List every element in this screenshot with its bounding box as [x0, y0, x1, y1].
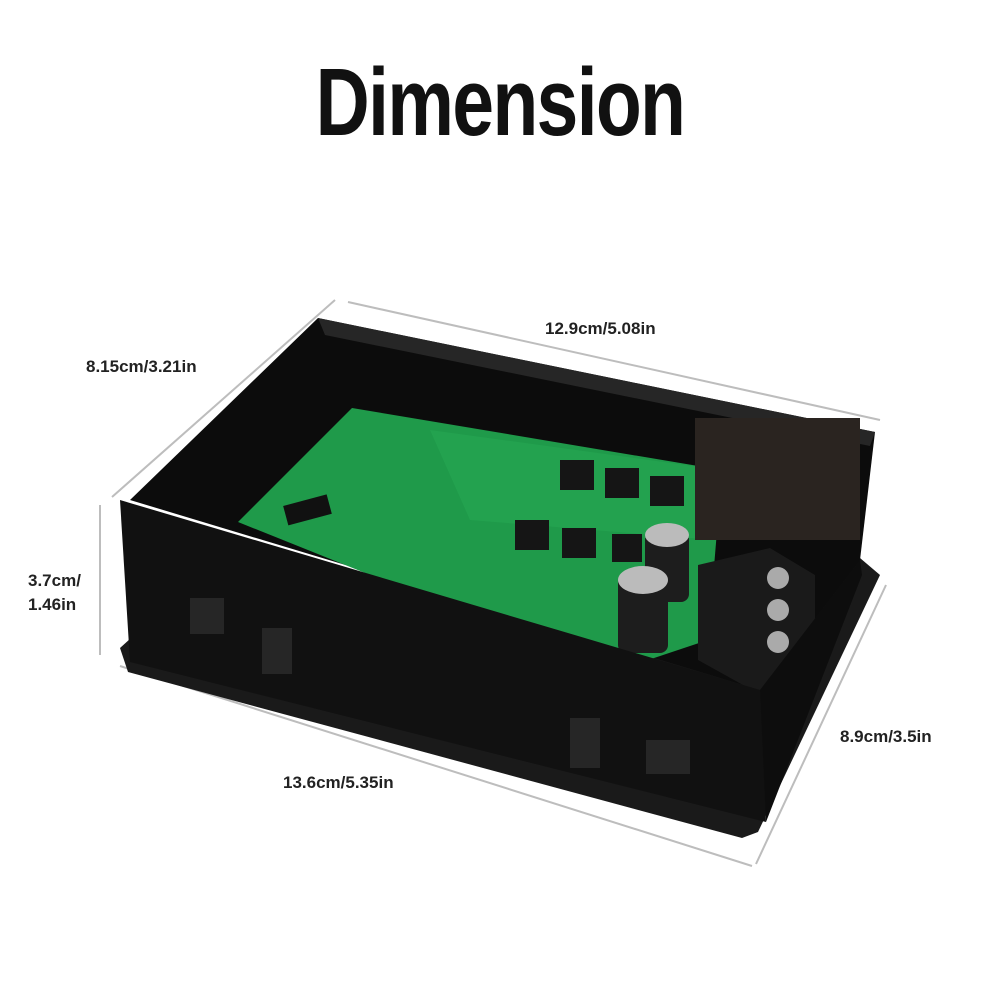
width-bottom-line: [119, 665, 753, 867]
capacitors: [618, 523, 689, 653]
chip: [283, 494, 332, 526]
controller-box: [120, 318, 880, 838]
height-label-line1: 3.7cm/: [28, 571, 81, 590]
depth-top-line: [111, 299, 336, 498]
depth-top-label: 8.15cm/3.21in: [86, 357, 197, 376]
width-bottom-label: 13.6cm/5.35in: [283, 773, 394, 792]
side-wall: [760, 560, 862, 822]
front-wall: [120, 500, 766, 822]
dimension-lines: [99, 299, 887, 867]
back-wall: [318, 318, 875, 446]
depth-bottom-line: [755, 584, 887, 865]
mosfets: [515, 460, 684, 562]
clips: [190, 598, 690, 774]
width-top-label: 12.9cm/5.08in: [545, 319, 656, 338]
title: Dimension: [315, 49, 686, 156]
height-label-line2: 1.46in: [28, 595, 77, 614]
terminal-screws: [767, 567, 789, 653]
width-top-line: [347, 301, 881, 421]
relay: [695, 418, 860, 540]
depth-bottom-label: 8.9cm/3.5in: [840, 727, 932, 746]
